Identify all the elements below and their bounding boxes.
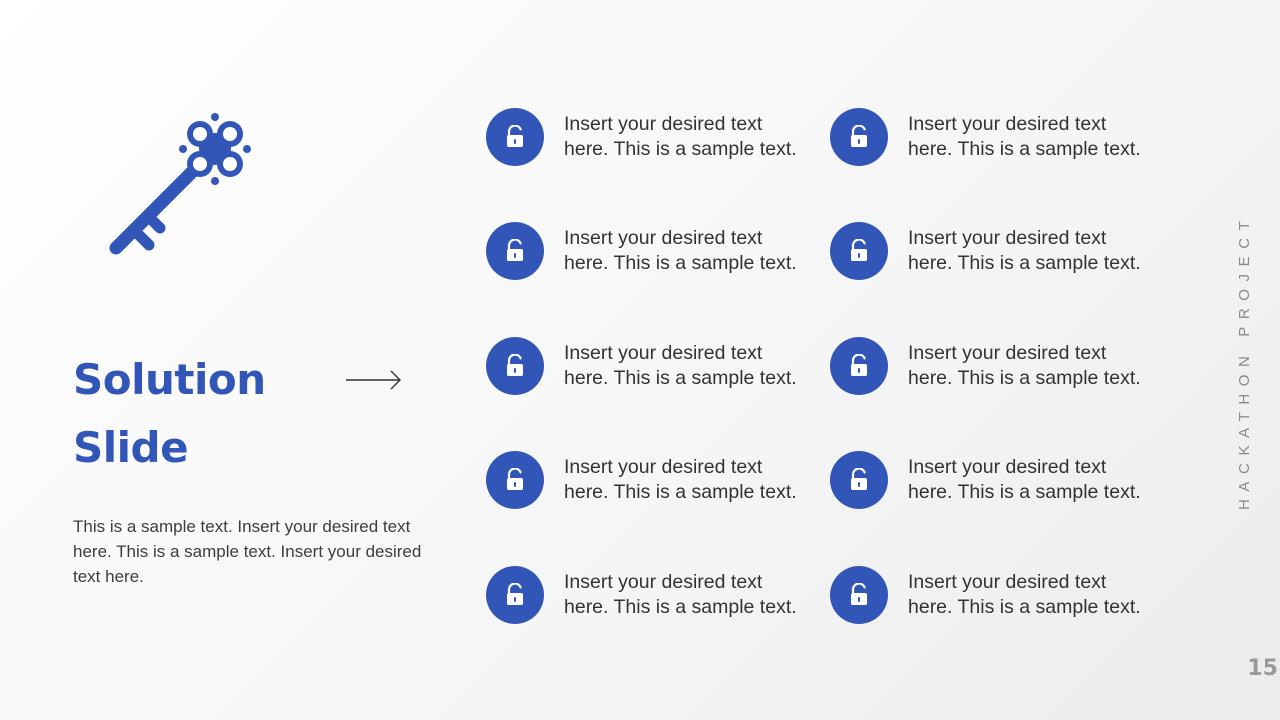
item-text: Insert your desired text here. This is a…: [908, 456, 1141, 503]
key-icon: [109, 113, 251, 255]
list-item: Insert your desired text here. This is a…: [486, 566, 816, 626]
list-item: Insert your desired text here. This is a…: [830, 566, 1160, 626]
item-text: Insert your desired text here. This is a…: [908, 113, 1141, 160]
side-label: HACKATHON PROJECT: [1236, 213, 1253, 511]
list-item: Insert your desired text here. This is a…: [830, 222, 1160, 282]
list-item: Insert your desired text here. This is a…: [830, 108, 1160, 168]
item-text: Insert your desired text here. This is a…: [908, 571, 1141, 618]
title-line-1: Solution: [73, 355, 266, 404]
item-text: Insert your desired text here. This is a…: [564, 342, 797, 389]
page-number: 15: [1247, 656, 1278, 681]
list-item: Insert your desired text here. This is a…: [830, 337, 1160, 397]
unlocked-padlock-icon: [486, 451, 544, 509]
list-item: Insert your desired text here. This is a…: [486, 108, 816, 168]
title-line-2: Slide: [73, 423, 189, 472]
unlocked-padlock-icon: [486, 222, 544, 280]
item-text: Insert your desired text here. This is a…: [908, 342, 1141, 389]
unlocked-padlock-icon: [486, 108, 544, 166]
unlocked-padlock-icon: [486, 337, 544, 395]
list-item: Insert your desired text here. This is a…: [486, 337, 816, 397]
unlocked-padlock-icon: [830, 108, 888, 166]
item-text: Insert your desired text here. This is a…: [564, 113, 797, 160]
unlocked-padlock-icon: [830, 222, 888, 280]
unlocked-padlock-icon: [830, 337, 888, 395]
unlocked-padlock-icon: [830, 451, 888, 509]
item-text: Insert your desired text here. This is a…: [564, 571, 797, 618]
slide-description: This is a sample text. Insert your desir…: [73, 517, 422, 586]
unlocked-padlock-icon: [830, 566, 888, 624]
unlocked-padlock-icon: [486, 566, 544, 624]
list-item: Insert your desired text here. This is a…: [486, 222, 816, 282]
list-item: Insert your desired text here. This is a…: [486, 451, 816, 511]
item-text: Insert your desired text here. This is a…: [908, 227, 1141, 274]
item-text: Insert your desired text here. This is a…: [564, 227, 797, 274]
item-text: Insert your desired text here. This is a…: [564, 456, 797, 503]
arrow-right-icon: [346, 370, 401, 390]
slide-title: Solution Slide: [73, 346, 266, 482]
list-item: Insert your desired text here. This is a…: [830, 451, 1160, 511]
